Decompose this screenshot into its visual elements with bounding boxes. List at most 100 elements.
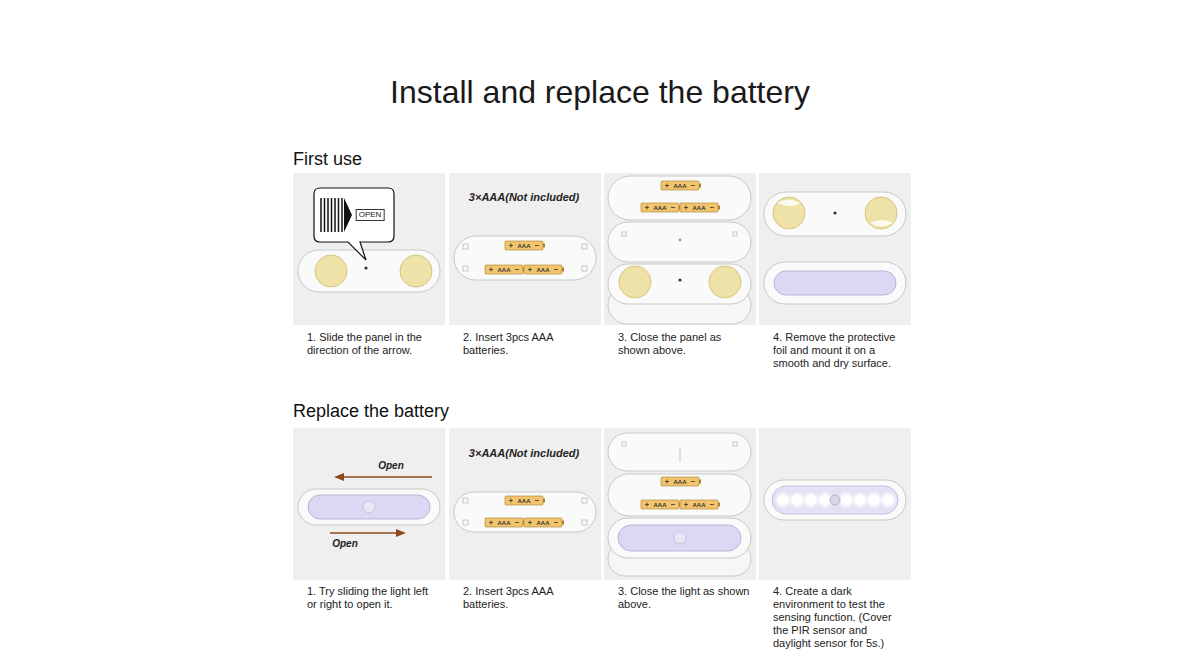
battery-compartment: [454, 492, 596, 532]
close-light-steps: [608, 433, 751, 576]
step-caption: 1. Slide the panel in the direction of t…: [307, 331, 439, 357]
close-light-steps: [608, 474, 751, 516]
step-panel: 3. Close the panel as shown above.: [604, 173, 756, 361]
open-tag: OPEN: [356, 209, 385, 221]
battery-compartment: [454, 492, 596, 532]
close-light-steps: [680, 500, 720, 509]
step-panel: 1. Slide the panel in the direction of t…: [293, 173, 445, 361]
lit-light: [806, 495, 816, 505]
close-panel-steps: [680, 203, 720, 212]
battery-label: AAA: [674, 182, 687, 189]
close-panel-steps: [678, 278, 681, 281]
lit-light: [879, 491, 897, 509]
light-back: [298, 250, 440, 292]
panel-ground: [293, 428, 445, 580]
speech-bubble: [331, 198, 333, 232]
light-front: [308, 495, 430, 519]
close-light-steps: [661, 477, 701, 486]
light-back: [400, 255, 432, 287]
step-caption: 3. Close the light as shown above.: [618, 585, 750, 611]
close-panel-steps: [622, 232, 626, 236]
speech-bubble: [320, 198, 322, 232]
close-panel-steps: [619, 266, 651, 298]
battery-label: AAA: [654, 501, 667, 508]
close-panel-steps: [608, 264, 751, 304]
lit-light: [883, 495, 893, 505]
lit-light: [764, 480, 906, 520]
battery-label: AAA: [693, 204, 706, 211]
speech-bubble: [341, 198, 343, 232]
step-caption: 4. Create a dark environment to test the…: [773, 585, 905, 650]
close-panel-steps: [661, 181, 701, 190]
battery-label: AAA: [498, 266, 511, 273]
speech-bubble: [314, 188, 394, 260]
battery-compartment: [485, 265, 525, 274]
light-back: [298, 250, 440, 292]
lit-light: [869, 495, 879, 505]
battery-label: AAA: [693, 501, 706, 508]
battery-label: AAA: [654, 204, 667, 211]
lit-light: [764, 480, 906, 520]
battery-compartment: [582, 520, 587, 525]
section-heading: First use: [293, 148, 362, 170]
section-heading: Replace the battery: [293, 400, 449, 422]
lit-light: [841, 495, 851, 505]
battery-compartment: [524, 518, 564, 527]
battery-compartment: [485, 518, 525, 527]
slide-arrows: [342, 476, 432, 478]
mount-light: [777, 200, 800, 207]
slide-arrows: [334, 473, 344, 481]
panel-ground: [449, 173, 601, 325]
mount-light: [764, 192, 906, 304]
panel-ground: [604, 428, 756, 580]
battery-compartment: [463, 244, 468, 249]
speech-bubble: [314, 188, 394, 260]
speech-bubble: [338, 198, 340, 232]
close-light-steps: [618, 525, 741, 551]
battery-compartment: [582, 266, 587, 271]
light-back: [364, 266, 367, 269]
battery-compartment: [454, 236, 596, 280]
step-caption: 3. Close the panel as shown above.: [618, 331, 750, 357]
close-light-steps: [622, 442, 626, 446]
speech-bubble: [321, 198, 342, 232]
step-caption: 2. Insert 3pcs AAA batteries.: [463, 585, 595, 611]
light-front: [363, 501, 375, 513]
battery-label: AAA: [674, 478, 687, 485]
close-light-steps: [680, 448, 681, 462]
speech-bubble: [324, 198, 326, 232]
battery-compartment: [463, 266, 468, 271]
slide-arrows: [330, 532, 398, 534]
mount-light: [833, 211, 836, 214]
battery-compartment: [463, 498, 468, 503]
close-panel-steps: [608, 176, 751, 220]
battery-label: AAA: [537, 519, 550, 526]
lit-light: [772, 486, 898, 514]
battery-note: 3×AAA(Not included): [469, 447, 579, 460]
panel-ground: [449, 428, 601, 580]
battery-compartment: [582, 498, 587, 503]
close-light-steps: [674, 532, 686, 544]
light-front: [298, 489, 440, 525]
speech-bubble: [344, 198, 352, 232]
close-light-steps: [641, 500, 681, 509]
panel-ground: [604, 173, 756, 325]
close-light-steps: [733, 442, 737, 446]
mount-light: [764, 192, 906, 236]
speech-bubble: [327, 198, 329, 232]
speech-bubble: [334, 198, 336, 232]
close-panel-steps: [641, 203, 681, 212]
battery-compartment: [505, 496, 545, 505]
close-panel-steps: [733, 232, 737, 236]
battery-label: AAA: [518, 242, 531, 249]
panel-ground: [759, 173, 911, 325]
step-panel: 3. Close the light as shown above.: [604, 428, 756, 615]
lit-light: [820, 495, 830, 505]
step-panel: 4. Remove the protective foil and mount …: [759, 173, 911, 374]
close-panel-steps: [679, 239, 682, 242]
lit-light: [830, 495, 840, 505]
close-panel-steps: [608, 176, 751, 324]
close-panel-steps: [709, 266, 741, 298]
light-front: [298, 489, 440, 525]
